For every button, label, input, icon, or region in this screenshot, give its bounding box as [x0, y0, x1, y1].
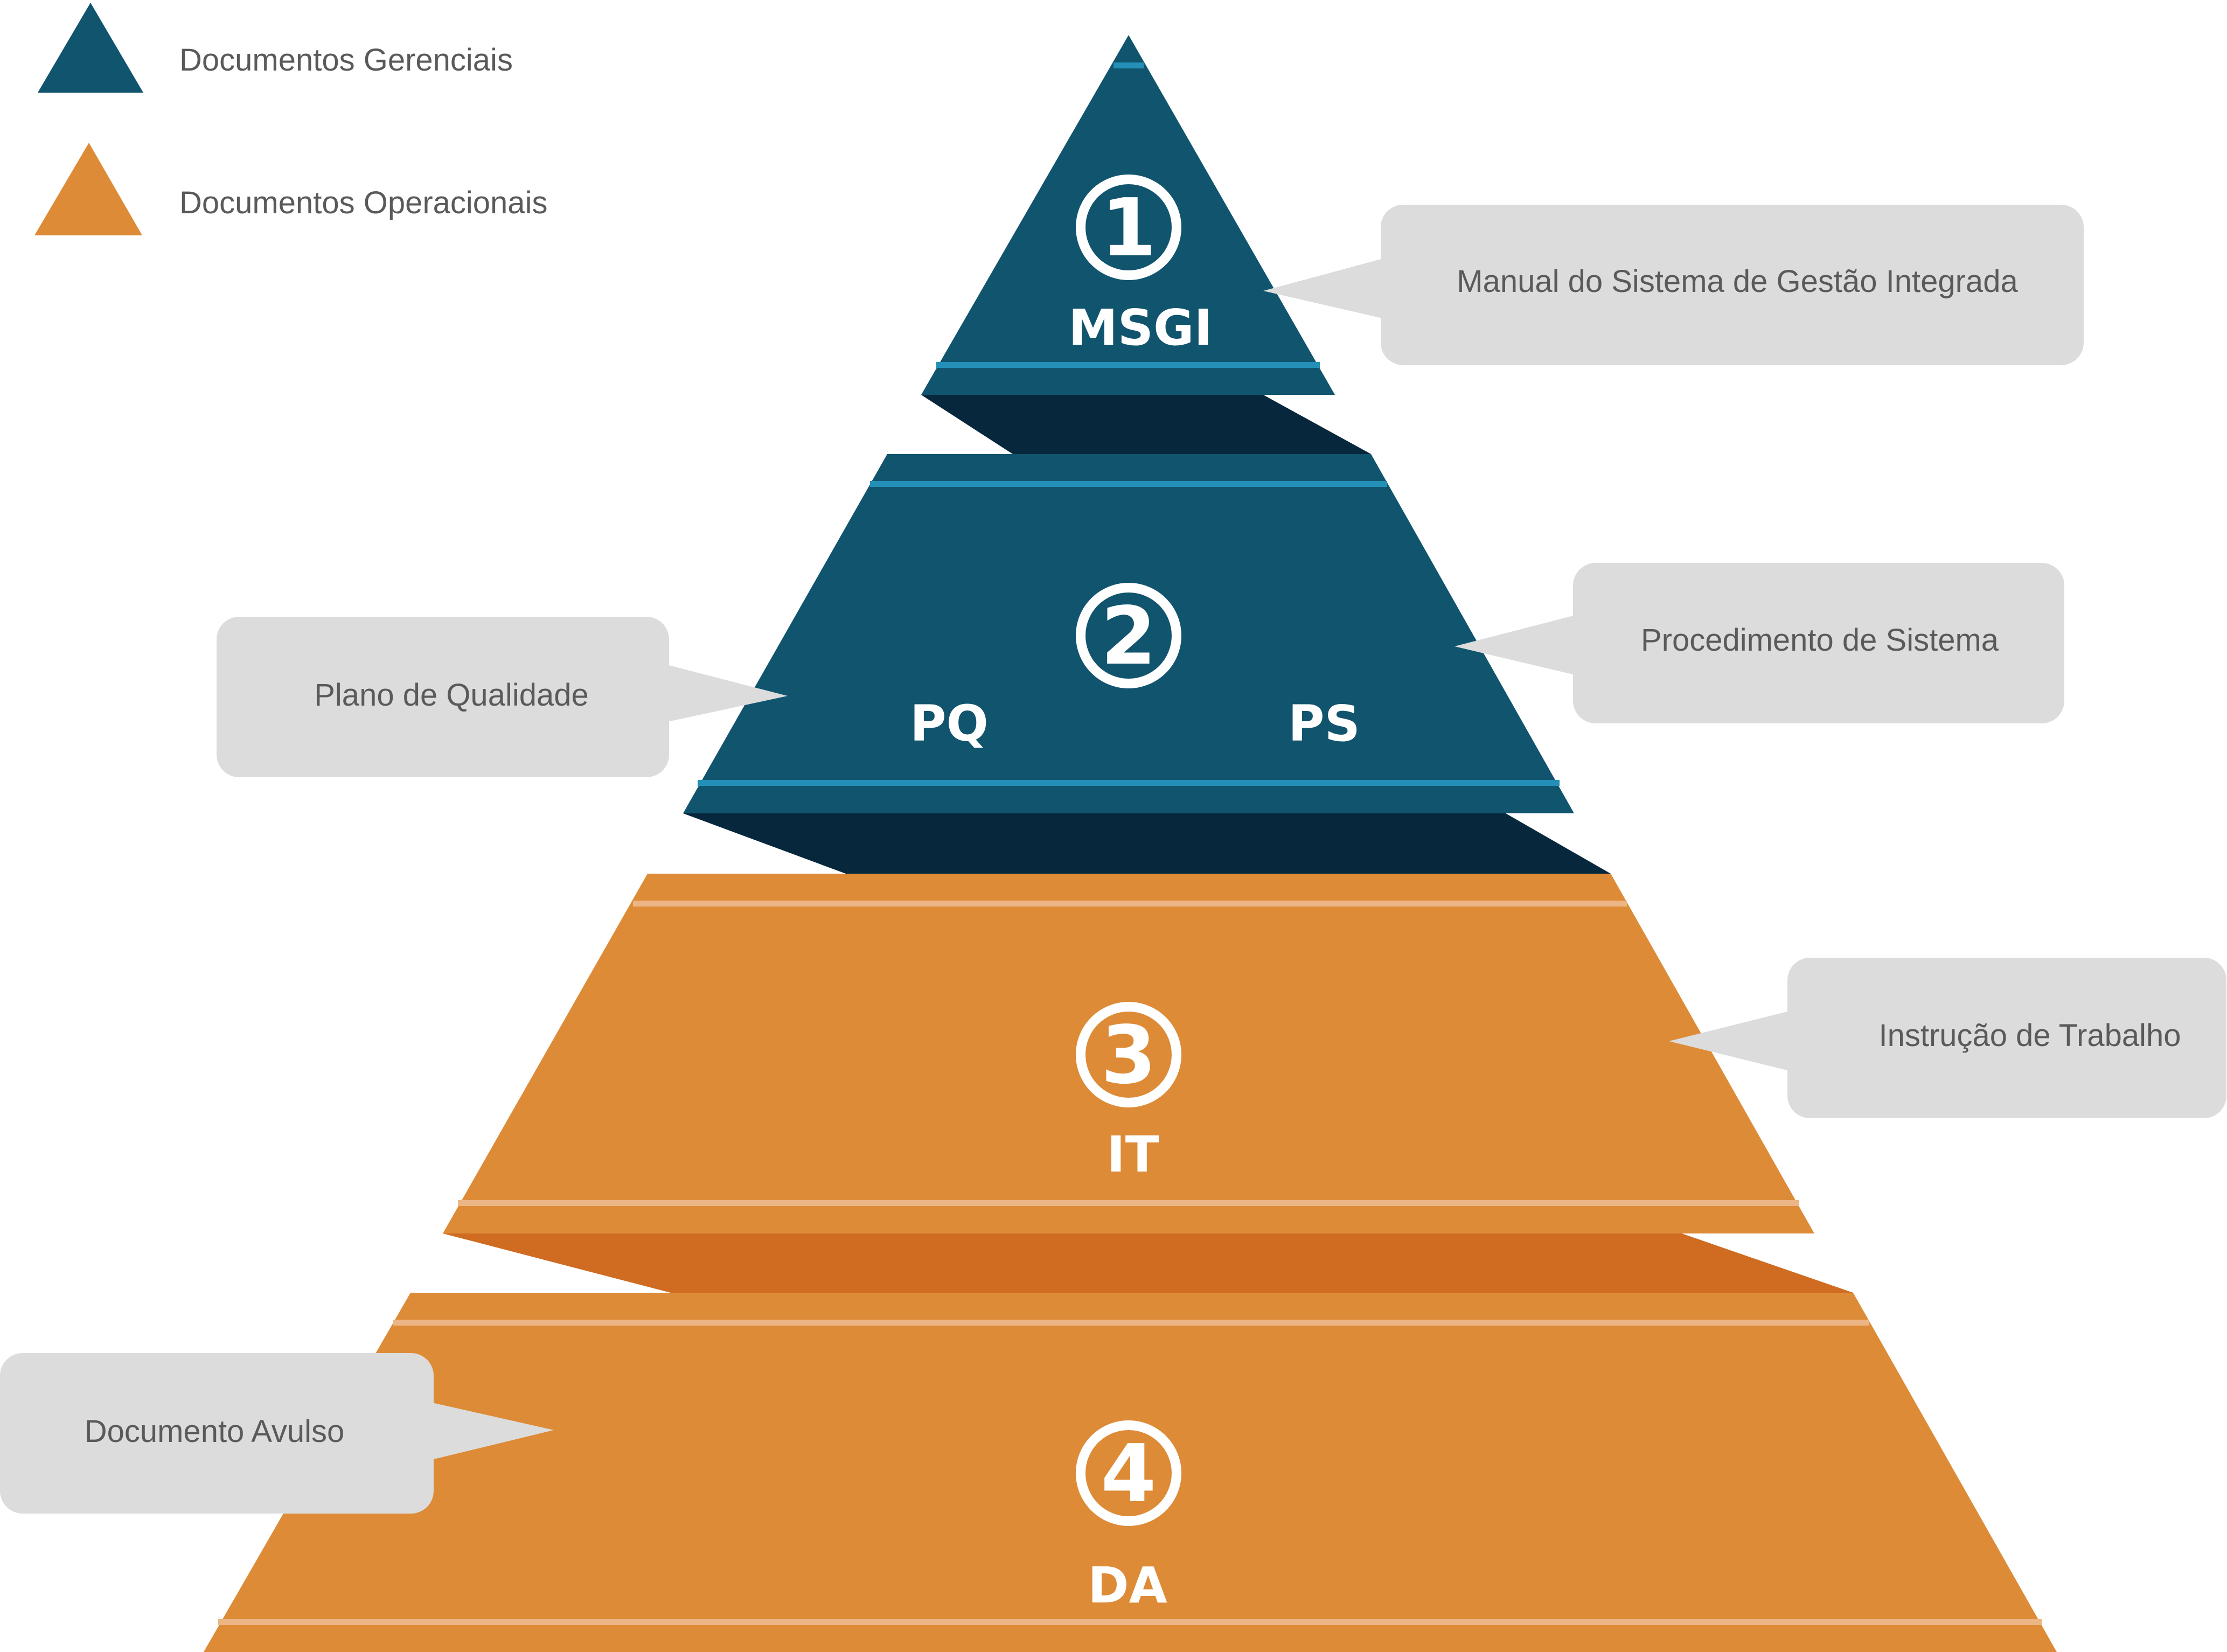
legend-operational-triangle-icon — [34, 143, 142, 235]
legend: Documentos Gerenciais Documentos Operaci… — [34, 3, 547, 235]
callout-it-pointer — [1669, 1010, 1794, 1072]
tier-1-top-stripe — [1114, 62, 1144, 68]
tier-2-code-ps: PS — [1288, 695, 1360, 752]
callout-pq-box — [217, 617, 669, 777]
legend-operational-label: Documentos Operacionais — [179, 185, 547, 220]
callout-pq-pointer — [663, 664, 788, 723]
callout-msgi-pointer — [1263, 257, 1387, 319]
tier-3-bottom-stripe — [458, 1200, 1799, 1206]
tier-2-top-stripe — [870, 481, 1387, 487]
tier-3-code-it: IT — [1107, 1126, 1159, 1183]
callout-da-box — [0, 1353, 434, 1514]
callout-it-label: Instrução de Trabalho — [1878, 1018, 2181, 1053]
tier-4-number-inner-ring — [1085, 1430, 1172, 1516]
callout-da-pointer — [427, 1402, 554, 1461]
callout-ps: Procedimento de Sistema — [1454, 563, 2064, 723]
callout-da: Documento Avulso — [0, 1353, 554, 1514]
callout-msgi-box — [1381, 205, 2084, 365]
tier-4-code-da: DA — [1088, 1557, 1167, 1614]
callout-ps-box — [1573, 563, 2064, 723]
callout-ps-label: Procedimento de Sistema — [1641, 623, 1999, 658]
connector-tier3-tier4 — [443, 1233, 1853, 1293]
callout-da-label: Documento Avulso — [85, 1414, 345, 1449]
callout-it: Instrução de Trabalho — [1669, 958, 2226, 1118]
callout-ps-pointer — [1454, 614, 1579, 676]
callout-msgi: Manual do Sistema de Gestão Integrada — [1263, 205, 2084, 365]
tier-2-code-pq: PQ — [910, 695, 989, 752]
tier-1-number-inner-ring — [1085, 184, 1172, 270]
tier-3-number-inner-ring — [1085, 1012, 1172, 1098]
pyramid-tier-3: 3 IT — [443, 874, 1814, 1233]
callout-pq: Plano de Qualidade — [217, 617, 788, 777]
tier-1-number: 1 — [1101, 182, 1157, 274]
connector-tier1-tier2 — [921, 395, 1371, 454]
callout-it-box — [1787, 958, 2226, 1118]
pyramid-tier-1: 1 MSGI — [921, 35, 1335, 395]
tier-4-bottom-stripe — [218, 1619, 2042, 1625]
callout-pq-label: Plano de Qualidade — [314, 678, 589, 713]
tier-2-number-inner-ring — [1085, 593, 1172, 679]
pyramid-tier-2: 2 PQ PS — [683, 454, 1574, 813]
tier-1-bottom-stripe — [936, 362, 1320, 368]
tier-2-bottom-stripe — [698, 780, 1560, 786]
callout-msgi-label: Manual do Sistema de Gestão Integrada — [1457, 264, 2018, 299]
pyramid-tier-4: 4 DA — [204, 1293, 2057, 1652]
legend-managerial-triangle-icon — [38, 3, 143, 93]
legend-managerial-label: Documentos Gerenciais — [179, 43, 513, 78]
tier-connectors — [443, 395, 1853, 1293]
tier-2-number: 2 — [1101, 590, 1157, 682]
connector-tier2-tier3 — [683, 813, 1611, 874]
tier-4-number: 4 — [1101, 1427, 1157, 1520]
tier-4-top-stripe — [393, 1320, 1869, 1326]
tier-3-number: 3 — [1101, 1009, 1157, 1102]
tier-1-code-msgi: MSGI — [1068, 299, 1213, 357]
tier-3-top-stripe — [633, 901, 1627, 907]
